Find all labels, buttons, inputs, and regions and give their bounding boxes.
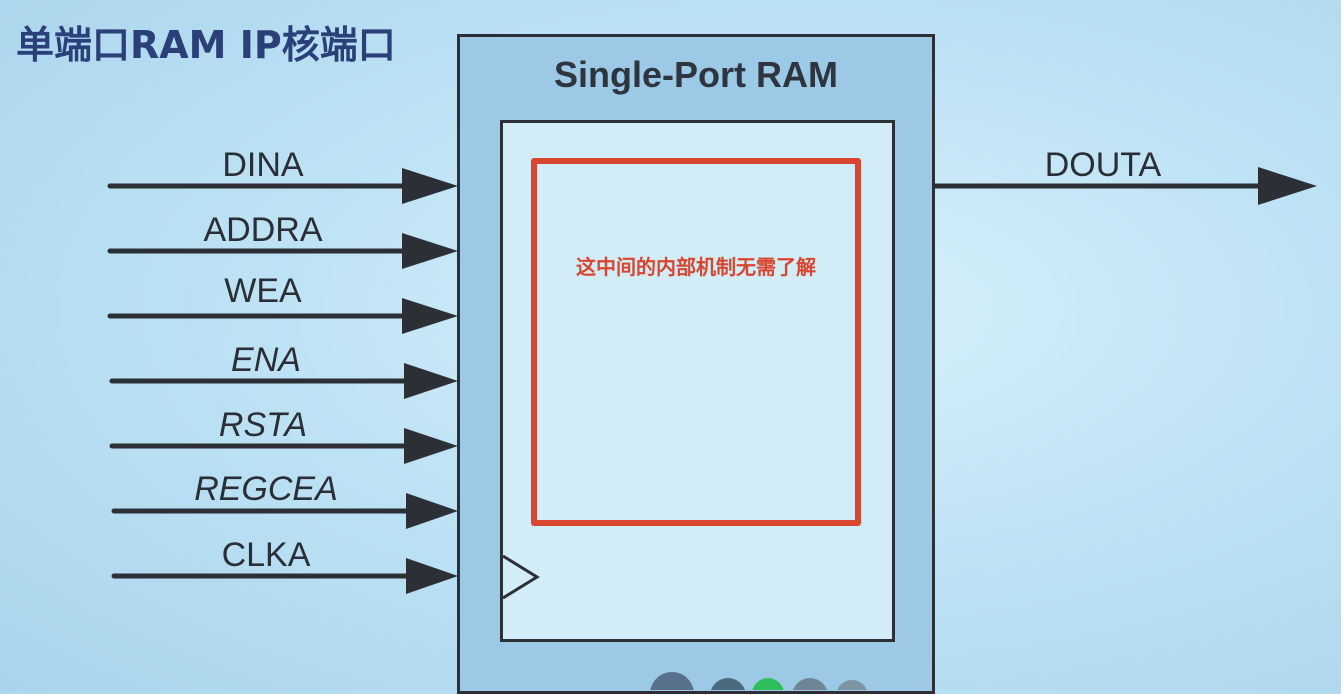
ram-core-box (500, 120, 895, 642)
arrow-addra (402, 233, 458, 269)
arrow-wea (402, 298, 458, 334)
arrow-clka (406, 558, 458, 594)
port-label-rsta: RSTA (218, 406, 308, 444)
highlight-note: 这中间的内部机制无需了解 (576, 255, 816, 279)
highlight-box (531, 158, 861, 526)
page-title: 单端口RAM IP核端口 (16, 23, 396, 67)
port-label-douta: DOUTA (1044, 146, 1162, 184)
block-title: Single-Port RAM (554, 54, 838, 95)
port-label-dina: DINA (222, 146, 304, 184)
port-label-ena: ENA (231, 341, 301, 379)
clock-marker (502, 554, 540, 600)
arrow-rsta (404, 428, 458, 464)
port-label-wea: WEA (224, 272, 302, 310)
arrow-regcea (406, 493, 458, 529)
port-label-clka: CLKA (221, 536, 311, 574)
arrow-dina (402, 168, 458, 204)
arrow-ena (404, 363, 458, 399)
port-label-regcea: REGCEA (194, 470, 338, 508)
bottom-toolbar-dots (650, 672, 867, 690)
arrow-douta (1258, 167, 1317, 205)
port-label-addra: ADDRA (203, 211, 323, 249)
